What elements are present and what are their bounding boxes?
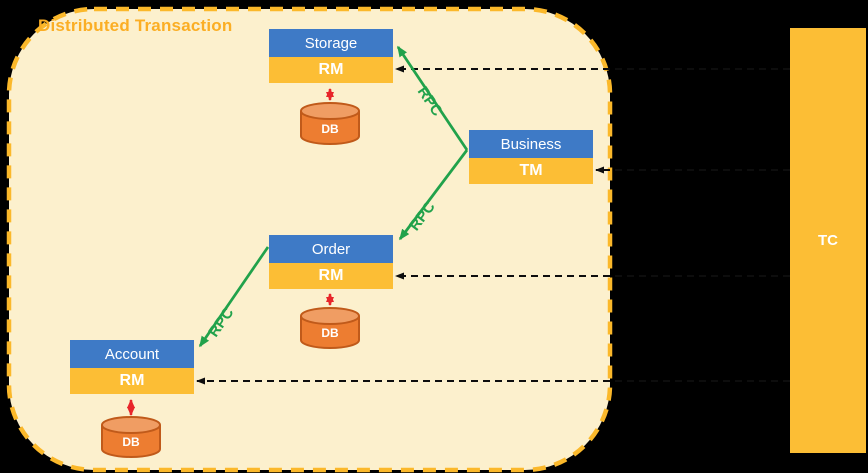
- db-cylinder-body: [300, 316, 360, 349]
- db-cylinder-top: [300, 102, 360, 120]
- db-cylinder-top: [101, 416, 161, 434]
- db-cylinder-body: [300, 111, 360, 145]
- db-cylinder-top: [300, 307, 360, 325]
- db-label: DB: [122, 435, 140, 449]
- manager-label-business: TM: [469, 158, 593, 184]
- manager-label-account: RM: [70, 368, 194, 394]
- service-order: Order RM: [269, 235, 393, 289]
- rpc-link-business-order: [398, 149, 469, 241]
- db-links: [127, 88, 334, 416]
- panel-title: Distributed Transaction: [38, 16, 233, 35]
- service-name-order: Order: [269, 235, 393, 263]
- db-cylinder-body: [101, 425, 161, 458]
- tc-links: [196, 65, 790, 385]
- rpc-link-business-storage: [396, 45, 469, 151]
- rpc-link-order-account: [198, 246, 270, 348]
- service-storage: Storage RM: [269, 29, 393, 83]
- db-cylinder-account: DB: [101, 416, 161, 458]
- service-account: Account RM: [70, 340, 194, 394]
- service-name-account: Account: [70, 340, 194, 368]
- transaction-coordinator: TC: [790, 28, 866, 453]
- transaction-coordinator-label: TC: [818, 232, 838, 249]
- service-business: Business TM: [469, 130, 593, 184]
- manager-label-storage: RM: [269, 57, 393, 83]
- rpc-links: [198, 45, 469, 348]
- service-name-storage: Storage: [269, 29, 393, 57]
- db-label: DB: [321, 122, 339, 136]
- db-cylinder-order: DB: [300, 307, 360, 349]
- manager-label-order: RM: [269, 263, 393, 289]
- service-name-business: Business: [469, 130, 593, 158]
- db-cylinder-storage: DB: [300, 102, 360, 145]
- db-label: DB: [321, 326, 339, 340]
